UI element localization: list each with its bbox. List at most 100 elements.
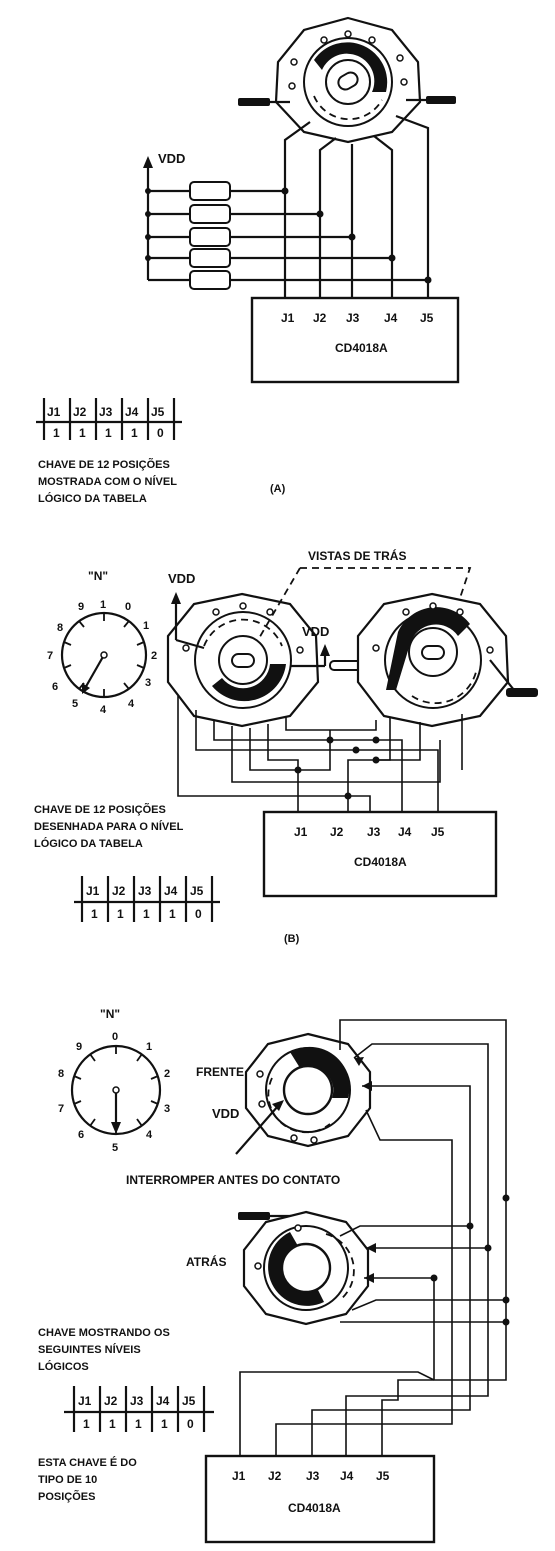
panel-c-dial-9: 9 xyxy=(76,1041,82,1053)
panel-c-tv-j2: 1 xyxy=(109,1417,116,1431)
panel-c: "N" 0 1 2 3 4 5 6 7 8 9 FRENTE xyxy=(38,1007,510,1544)
panel-c-type-2: TIPO DE 10 xyxy=(38,1474,97,1486)
panel-b-dial-1: 0 xyxy=(125,601,131,613)
panel-a-rotary-switch xyxy=(238,16,456,144)
panel-c-wiring xyxy=(239,1019,510,1456)
panel-b-dial-6: 4 xyxy=(100,704,107,716)
panel-b-th-j1: J1 xyxy=(86,884,100,898)
panel-c-caption-3: LÓGICOS xyxy=(38,1360,89,1373)
panel-a-truth-table: J1 J2 J3 J4 J5 1 1 1 1 0 xyxy=(36,398,182,440)
panel-c-th-j1: J1 xyxy=(78,1394,92,1408)
panel-c-dial-6: 6 xyxy=(78,1129,84,1141)
panel-c-th-j3: J3 xyxy=(130,1394,144,1408)
panel-b-left-switch xyxy=(166,592,320,728)
panel-a-chip-label: CD4018A xyxy=(335,341,388,355)
panel-b-th-j3: J3 xyxy=(138,884,152,898)
panel-b: "N" 1 0 1 2 3 4 4 5 6 7 8 9 xyxy=(34,548,538,945)
panel-c-front-switch xyxy=(244,1032,372,1148)
panel-b-caption-1: CHAVE DE 12 POSIÇÕES xyxy=(34,803,166,816)
panel-b-caption-2: DESENHADA PARA O NÍVEL xyxy=(34,820,184,833)
panel-c-tv-j3: 1 xyxy=(135,1417,142,1431)
panel-b-tag: (B) xyxy=(284,933,300,945)
panel-c-th-j2: J2 xyxy=(104,1394,118,1408)
panel-a-tv-j5: 0 xyxy=(157,426,164,440)
panel-a-pin-j1: J1 xyxy=(281,311,295,325)
panel-b-dial-5: 4 xyxy=(128,698,135,710)
panel-a-caption-3: LÓGICO DA TABELA xyxy=(38,492,147,505)
panel-a: VDD J1 J2 J3 J4 J5 CD4018A J1 J2 J3 J4 J… xyxy=(36,16,460,505)
panel-c-type-3: POSIÇÕES xyxy=(38,1490,95,1503)
panel-b-pin-j5: J5 xyxy=(431,825,445,839)
panel-b-dial-0: 1 xyxy=(100,599,106,611)
panel-b-dial-11: 9 xyxy=(78,601,84,613)
panel-c-pin-j5: J5 xyxy=(376,1469,390,1483)
panel-c-tv-j5: 0 xyxy=(187,1417,194,1431)
panel-c-back-label: ATRÁS xyxy=(186,1254,226,1269)
panel-b-dial: 1 0 1 2 3 4 4 5 6 7 8 9 xyxy=(47,599,157,716)
panel-c-pin-j2: J2 xyxy=(268,1469,282,1483)
panel-b-dial-10: 8 xyxy=(57,622,63,634)
panel-b-truth-table: J1 J2 J3 J4 J5 1 1 1 1 0 xyxy=(74,876,220,922)
panel-b-th-j5: J5 xyxy=(190,884,204,898)
panel-a-tv-j3: 1 xyxy=(105,426,112,440)
panel-a-chip: J1 J2 J3 J4 J5 CD4018A xyxy=(250,296,460,384)
panel-a-caption-2: MOSTRADA COM O NÍVEL xyxy=(38,475,177,488)
panel-a-pin-j4: J4 xyxy=(384,311,398,325)
panel-b-chip-label: CD4018A xyxy=(354,855,407,869)
panel-c-dial-2: 2 xyxy=(164,1068,170,1080)
panel-c-tv-j4: 1 xyxy=(161,1417,168,1431)
panel-a-pin-j3: J3 xyxy=(346,311,360,325)
panel-c-dial-5: 5 xyxy=(112,1142,118,1154)
panel-b-pin-j4: J4 xyxy=(398,825,412,839)
panel-c-dial-3: 3 xyxy=(164,1103,170,1115)
panel-c-th-j4: J4 xyxy=(156,1394,170,1408)
panel-a-tv-j4: 1 xyxy=(131,426,138,440)
panel-a-tv-j2: 1 xyxy=(79,426,86,440)
panel-c-dial-title: "N" xyxy=(100,1007,120,1021)
panel-c-dial-4: 4 xyxy=(146,1129,153,1141)
panel-b-rear-view-label: VISTAS DE TRÁS xyxy=(308,548,406,563)
panel-b-dial-9: 7 xyxy=(47,650,53,662)
panel-b-pin-j3: J3 xyxy=(367,825,381,839)
panel-b-tv-j3: 1 xyxy=(143,907,150,921)
panel-c-truth-table: J1 J2 J3 J4 J5 1 1 1 1 0 xyxy=(64,1386,214,1432)
panel-a-pin-j5: J5 xyxy=(420,311,434,325)
panel-c-dial-7: 7 xyxy=(58,1103,64,1115)
panel-b-tv-j5: 0 xyxy=(195,907,202,921)
panel-b-chip: J1 J2 J3 J4 J5 CD4018A xyxy=(262,810,498,898)
panel-c-dial-8: 8 xyxy=(58,1068,64,1080)
panel-c-break-label: INTERROMPER ANTES DO CONTATO xyxy=(126,1173,340,1187)
panel-b-wiring xyxy=(177,696,463,812)
panel-c-pin-j4: J4 xyxy=(340,1469,354,1483)
panel-b-tv-j4: 1 xyxy=(169,907,176,921)
panel-c-front-label: FRENTE xyxy=(196,1065,244,1079)
panel-b-th-j2: J2 xyxy=(112,884,126,898)
panel-c-caption-2: SEGUINTES NÍVEIS xyxy=(38,1343,141,1356)
panel-b-dial-7: 5 xyxy=(72,698,78,710)
panel-b-th-j4: J4 xyxy=(164,884,178,898)
panel-a-resistor-network xyxy=(143,114,432,298)
panel-c-vdd-label: VDD xyxy=(212,1106,239,1121)
panel-b-dial-4: 3 xyxy=(145,677,151,689)
panel-a-th-j2: J2 xyxy=(73,405,87,419)
panel-a-th-j1: J1 xyxy=(47,405,61,419)
panel-c-th-j5: J5 xyxy=(182,1394,196,1408)
panel-c-chip-label: CD4018A xyxy=(288,1501,341,1515)
panel-b-caption-3: LÓGICO DA TABELA xyxy=(34,837,143,850)
panel-c-dial: 0 1 2 3 4 5 6 7 8 9 xyxy=(58,1031,170,1154)
panel-a-th-j3: J3 xyxy=(99,405,113,419)
panel-b-dial-2: 1 xyxy=(143,620,149,632)
panel-c-type-1: ESTA CHAVE É DO xyxy=(38,1456,137,1469)
panel-b-dial-3: 2 xyxy=(151,650,157,662)
panel-c-dial-1: 1 xyxy=(146,1041,152,1053)
panel-b-tv-j2: 1 xyxy=(117,907,124,921)
panel-b-pin-j1: J1 xyxy=(294,825,308,839)
panel-a-vdd-label: VDD xyxy=(158,151,185,166)
panel-a-th-j5: J5 xyxy=(151,405,165,419)
panel-c-chip: J1 J2 J3 J4 J5 CD4018A xyxy=(204,1454,436,1544)
panel-b-tv-j1: 1 xyxy=(91,907,98,921)
panel-c-back-switch xyxy=(242,1210,370,1326)
panel-c-pin-j1: J1 xyxy=(232,1469,246,1483)
panel-b-vdd-left: VDD xyxy=(168,571,195,586)
